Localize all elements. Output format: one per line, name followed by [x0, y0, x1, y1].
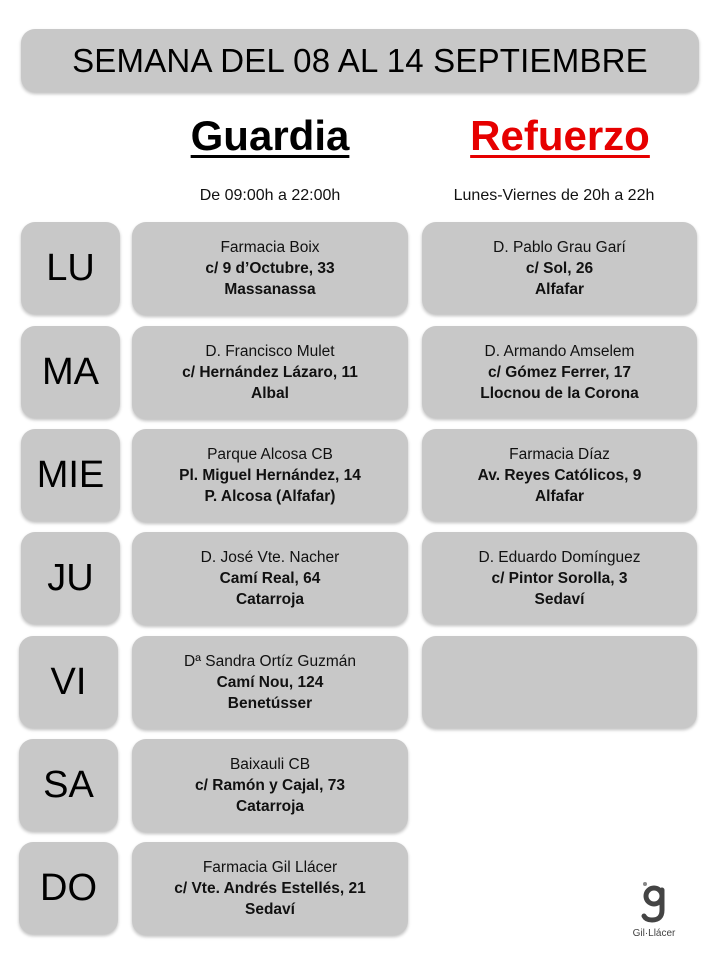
pharmacy-address: c/ Gómez Ferrer, 17 [487, 363, 632, 381]
guardia-entry-mie: Parque Alcosa CB Pl. Miguel Hernández, 1… [132, 429, 408, 522]
day-text: MA [42, 350, 99, 393]
pharmacy-name: D. Pablo Grau Garí [493, 238, 626, 256]
guardia-hours: De 09:00h a 22:00h [199, 187, 341, 204]
pharmacy-name: D. José Vte. Nacher [200, 549, 340, 566]
pharmacy-address: Pl. Miguel Hernández, 14 [179, 467, 361, 484]
refuerzo-entry-ma: D. Armando Amselem c/ Gómez Ferrer, 17 L… [422, 326, 697, 418]
day-label-mie: MIE [21, 429, 120, 521]
pharmacy-address: c/ Vte. Andrés Estellés, 21 [174, 880, 366, 897]
pharmacy-name: Farmacia Boix [220, 239, 320, 256]
pharmacy-address: c/ 9 d’Octubre, 33 [205, 260, 335, 277]
day-label-vi: VI [19, 636, 118, 728]
guardia-entry-vi: Dª Sandra Ortíz Guzmán Camí Nou, 124 Ben… [132, 636, 408, 729]
pharmacy-town: Llocnou de la Corona [480, 384, 639, 402]
guardia-entry-sa: Baixauli CB c/ Ramón y Cajal, 73 Catarro… [132, 739, 408, 832]
pharmacy-name: D. Armando Amselem [484, 342, 635, 360]
pharmacy-address: c/ Hernández Lázaro, 11 [182, 364, 358, 381]
pharmacy-town: Massanassa [224, 281, 316, 298]
guardia-entry-do: Farmacia Gil Llácer c/ Vte. Andrés Estel… [132, 842, 408, 935]
pharmacy-name: Baixauli CB [229, 756, 311, 773]
guardia-title: Guardia [190, 112, 350, 159]
day-label-lu: LU [21, 222, 120, 314]
pharmacy-name: Farmacia Gil Llácer [202, 859, 338, 876]
day-label-ma: MA [21, 326, 120, 418]
pharmacy-name: D. Eduardo Domínguez [478, 548, 641, 566]
guardia-entry-ju: D. José Vte. Nacher Camí Real, 64 Catarr… [132, 532, 408, 625]
day-text: MIE [36, 453, 105, 496]
guardia-entry-ma: D. Francisco Mulet c/ Hernández Lázaro, … [132, 326, 408, 419]
day-label-do: DO [19, 842, 118, 934]
pharmacy-town: Catarroja [235, 591, 305, 608]
pharmacy-address: c/ Ramón y Cajal, 73 [195, 777, 345, 794]
day-text: DO [40, 866, 97, 909]
gil-llacer-logo: Gil·Llácer [606, 880, 702, 939]
day-label-ju: JU [21, 532, 120, 624]
refuerzo-entry-vi-empty [422, 636, 697, 728]
guardia-entry-lu: Farmacia Boix c/ 9 d’Octubre, 33 Massana… [132, 222, 408, 315]
day-label-sa: SA [19, 739, 118, 831]
pharmacy-address: Av. Reyes Católicos, 9 [477, 466, 642, 484]
pharmacy-name: D. Francisco Mulet [205, 343, 335, 360]
pharmacy-town: Catarroja [235, 798, 305, 815]
gil-llacer-g-logo-icon [641, 882, 665, 923]
refuerzo-entry-lu: D. Pablo Grau Garí c/ Sol, 26 Alfafar [422, 222, 697, 314]
week-title: SEMANA DEL 08 AL 14 SEPTIEMBRE [72, 41, 648, 79]
pharmacy-town: Albal [251, 385, 289, 402]
refuerzo-entry-mie: Farmacia Díaz Av. Reyes Católicos, 9 Alf… [422, 429, 697, 521]
pharmacy-name: Parque Alcosa CB [207, 446, 333, 463]
logo-text: Gil·Llácer [632, 928, 676, 939]
pharmacy-address: c/ Sol, 26 [525, 259, 594, 277]
pharmacy-town: P. Alcosa (Alfafar) [204, 488, 336, 505]
refuerzo-hours: Lunes-Viernes de 20h a 22h [453, 187, 655, 204]
pharmacy-name: Dª Sandra Ortíz Guzmán [184, 653, 356, 670]
pharmacy-town: Alfafar [534, 280, 585, 298]
pharmacy-address: Camí Real, 64 [219, 570, 321, 587]
refuerzo-title: Refuerzo [470, 112, 650, 159]
day-text: VI [50, 660, 87, 703]
pharmacy-town: Benetússer [227, 695, 313, 712]
pharmacy-town: Alfafar [534, 487, 585, 505]
pharmacy-address: Camí Nou, 124 [216, 674, 324, 691]
pharmacy-town: Sedaví [534, 590, 585, 608]
day-text: SA [43, 763, 94, 806]
pharmacy-name: Farmacia Díaz [509, 445, 610, 463]
week-header: SEMANA DEL 08 AL 14 SEPTIEMBRE [21, 29, 699, 92]
day-text: LU [46, 246, 95, 289]
day-text: JU [47, 556, 94, 599]
pharmacy-address: c/ Pintor Sorolla, 3 [491, 569, 628, 587]
pharmacy-town: Sedaví [245, 901, 295, 918]
refuerzo-entry-ju: D. Eduardo Domínguez c/ Pintor Sorolla, … [422, 532, 697, 624]
